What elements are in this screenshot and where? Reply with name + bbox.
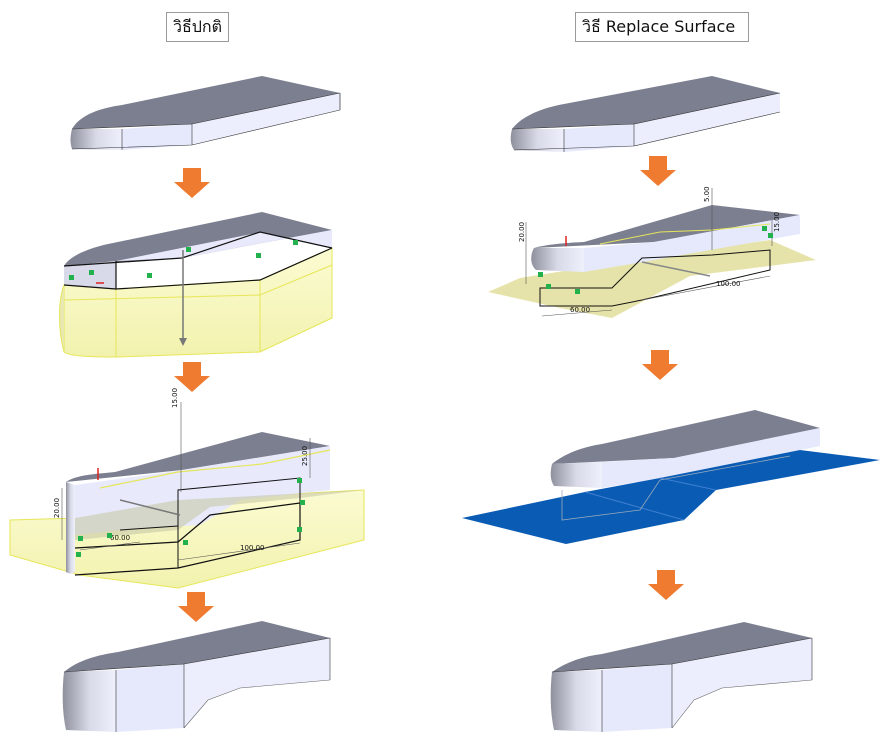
left-step4-result — [62, 621, 331, 732]
dim-label: 15.00 — [171, 388, 179, 408]
dim-label: 15.00 — [773, 212, 781, 232]
dim-label: 60.00 — [570, 306, 590, 314]
arrow-down-icon — [174, 362, 210, 392]
right-column-title: วิธี Replace Surface — [575, 12, 749, 42]
dim-label: 100.00 — [716, 280, 741, 288]
right-step2-sketch-surface: 20.00 5.00 15.00 60.00 100.00 — [488, 186, 816, 318]
arrow-down-icon — [178, 592, 214, 622]
right-step4-result — [550, 622, 813, 732]
left-step2-extrude — [59, 212, 333, 358]
dim-label: 20.00 — [518, 222, 526, 242]
arrow-down-icon — [174, 168, 210, 198]
left-step1-solid — [70, 76, 341, 150]
dim-label: 5.00 — [703, 186, 711, 202]
dim-label: 25.00 — [301, 446, 309, 466]
dim-label: 20.00 — [53, 498, 61, 518]
dim-label: 100.00 — [240, 544, 265, 552]
arrow-down-icon — [648, 570, 684, 600]
arrow-down-icon — [642, 350, 678, 380]
dim-label: 60.00 — [110, 534, 130, 542]
right-step1-solid — [510, 76, 781, 152]
left-column-title: วิธีปกติ — [166, 12, 229, 42]
right-step3-replace-surface — [462, 410, 880, 544]
arrow-down-icon — [640, 156, 676, 186]
left-step3-extrude-sketch: 15.00 25.00 20.00 60.00 100.00 — [9, 388, 365, 589]
